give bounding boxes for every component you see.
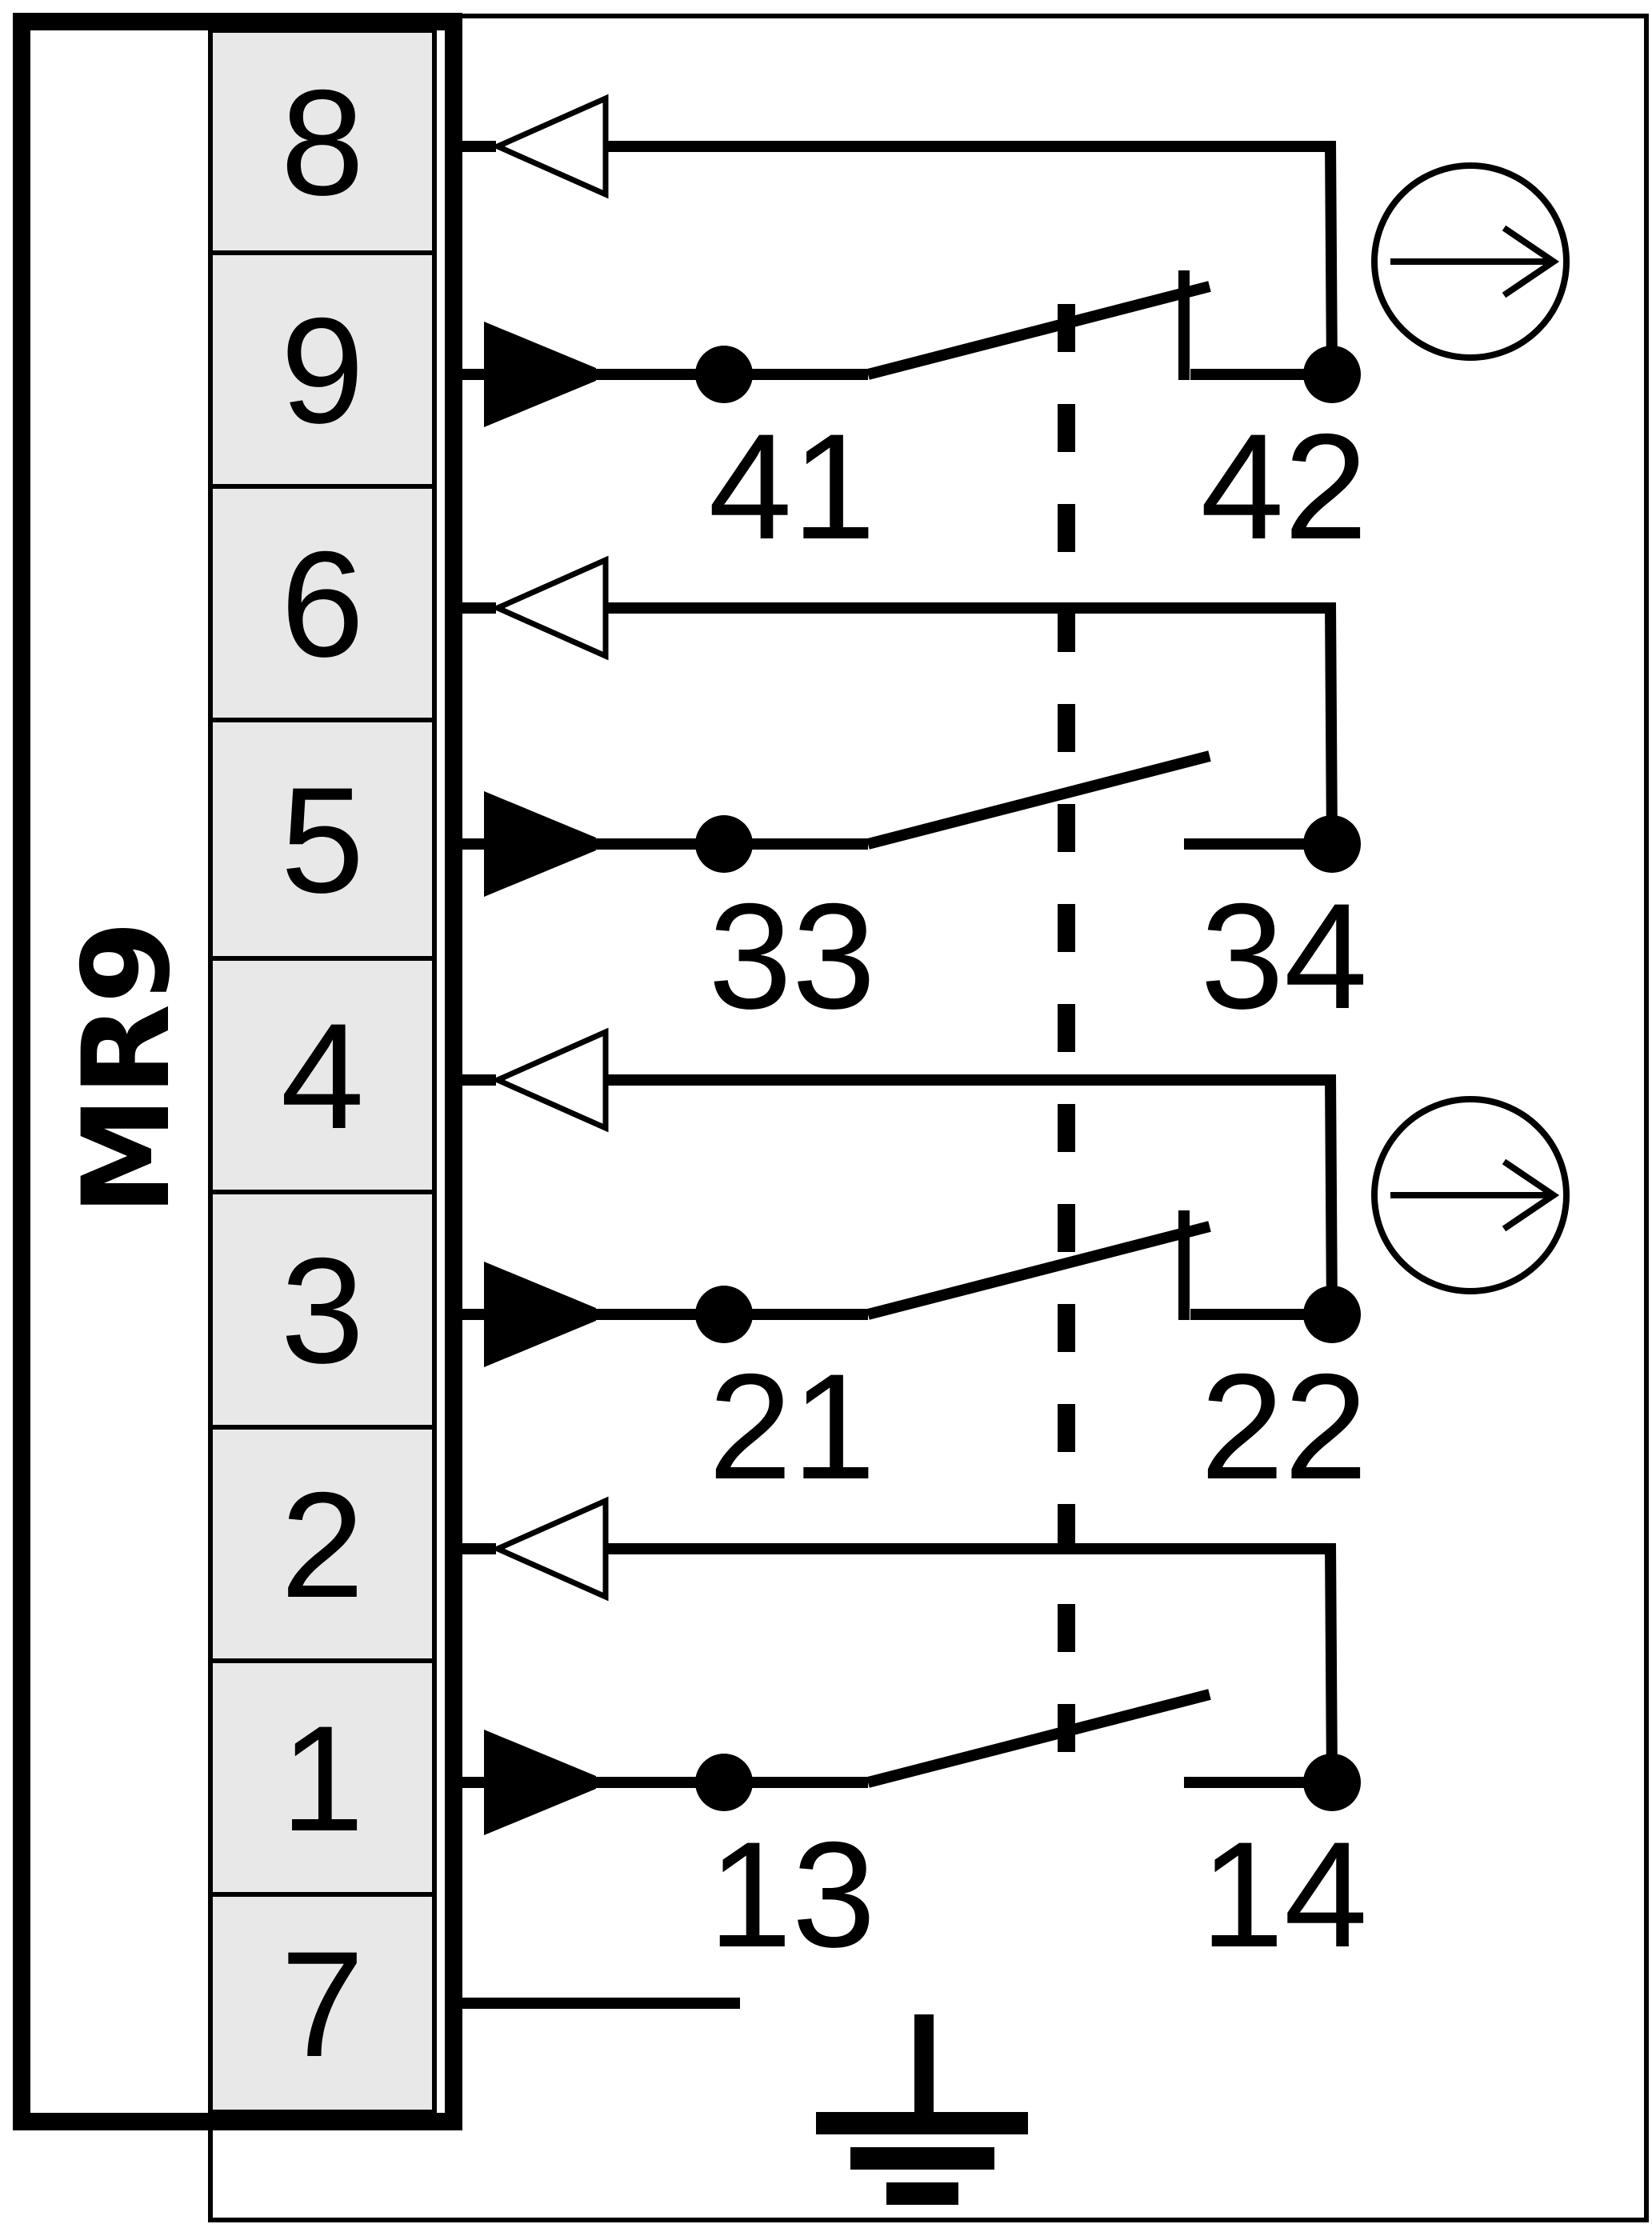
return-wire-13-14: [1325, 1542, 1338, 1783]
connector-label: MR9: [58, 920, 197, 1215]
terminal-dot-14: [1303, 1754, 1361, 1811]
pin-cell-7: [208, 1892, 437, 2114]
pin-cell-9: [208, 250, 437, 489]
open-arrow-icon: [490, 94, 609, 199]
terminal-dot-41: [695, 346, 753, 403]
pin-label-6: 6: [281, 520, 365, 688]
arrow-right-icon: [1502, 225, 1560, 298]
terminal-dot-22: [1303, 1286, 1361, 1343]
filled-arrow-icon: [484, 791, 596, 897]
terminal-label-21: 21: [708, 1342, 875, 1510]
pin-column: 8 9 6 5 4 3 2 1 7: [208, 28, 437, 2114]
positive-opening-icon: [1371, 162, 1570, 361]
filled-arrow-icon: [484, 322, 596, 427]
switch-lever-41-42: [866, 281, 1211, 380]
terminal-dot-42: [1303, 346, 1361, 403]
terminal-label-13: 13: [708, 1810, 875, 1978]
pin-label-1: 1: [281, 1694, 365, 1862]
terminal-dot-21: [695, 1286, 753, 1343]
terminal-dot-33: [695, 815, 753, 873]
open-arrow-icon: [490, 1496, 609, 1602]
arrow-right-icon: [1502, 1158, 1560, 1232]
pin-label-4: 4: [281, 992, 365, 1160]
terminal-label-34: 34: [1200, 872, 1367, 1040]
pin-label-9: 9: [281, 286, 365, 454]
terminal-dot-34: [1303, 815, 1361, 873]
terminal-label-41: 41: [708, 402, 875, 570]
pin-label-2: 2: [281, 1461, 365, 1629]
pin-label-3: 3: [281, 1226, 365, 1394]
positive-opening-icon: [1371, 1096, 1570, 1294]
wiring: [454, 94, 1570, 2009]
open-arrow-icon: [490, 555, 609, 661]
terminal-label-22: 22: [1200, 1342, 1367, 1510]
return-wire-33-34: [1325, 602, 1338, 845]
pin-cell-4: [208, 956, 437, 1194]
switch-lever-13-14: [866, 1689, 1211, 1788]
filled-arrow-icon: [484, 1730, 596, 1835]
return-wire-21-22: [1325, 1074, 1338, 1315]
terminal-label-14: 14: [1200, 1810, 1367, 1978]
pin-cell-6: [208, 484, 437, 722]
filled-arrow-icon: [484, 1262, 596, 1367]
open-arrow-icon: [490, 1027, 609, 1133]
terminal-label-33: 33: [708, 872, 875, 1040]
return-wire-41-42: [1325, 140, 1338, 375]
pin-label-7: 7: [281, 1920, 365, 2088]
terminal-label-42: 42: [1200, 402, 1367, 570]
terminal-dot-13: [695, 1754, 753, 1811]
pin-cell-3: [208, 1190, 437, 1430]
switch-lever-21-22: [866, 1221, 1211, 1320]
switch-lever-33-34: [866, 750, 1211, 850]
pin-label-8: 8: [281, 58, 365, 226]
terminal-labels: 41 42 33 34 21 22 13 14: [708, 402, 1367, 1978]
pin-cell-8: [208, 28, 437, 255]
ground-icon: [816, 2014, 1028, 2205]
pin-label-5: 5: [281, 756, 365, 924]
pin-cell-2: [208, 1425, 437, 1663]
pin-cell-1: [208, 1658, 437, 1897]
